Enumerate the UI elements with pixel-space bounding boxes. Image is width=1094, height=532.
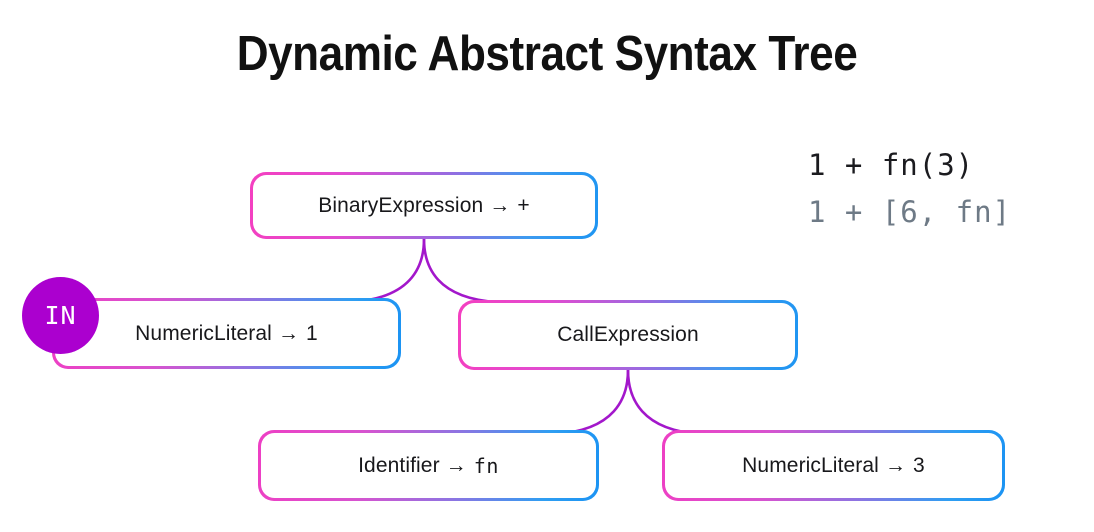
- arrow-icon: →: [884, 453, 907, 477]
- node-type-text: Identifier: [358, 453, 440, 477]
- tree-node-label: NumericLiteral → 3: [664, 432, 1003, 499]
- node-value-text: 3: [913, 453, 925, 477]
- tree-node-label: Identifier → fn: [260, 432, 597, 499]
- tree-node-binary-expression[interactable]: BinaryExpression → +: [250, 172, 598, 239]
- arrow-icon: →: [277, 321, 300, 345]
- node-value-text: 1: [306, 321, 318, 345]
- tree-node-label: NumericLiteral → 1: [54, 300, 399, 367]
- tree-node-label: CallExpression: [460, 302, 796, 368]
- node-value-text: +: [517, 193, 530, 217]
- tree-node-label: BinaryExpression → +: [252, 174, 596, 237]
- in-badge-label: IN: [44, 301, 77, 330]
- node-value-text: fn: [473, 453, 499, 478]
- code-line-source: 1 + fn(3): [808, 148, 975, 182]
- tree-node-call-expression[interactable]: CallExpression: [458, 300, 798, 370]
- tree-node-numeric-literal-3[interactable]: NumericLiteral → 3: [662, 430, 1005, 501]
- arrow-icon: →: [445, 453, 467, 477]
- node-type-text: NumericLiteral: [135, 321, 272, 345]
- tree-node-identifier-fn[interactable]: Identifier → fn: [258, 430, 599, 501]
- code-line-evaluated: 1 + [6, fn]: [808, 195, 1012, 229]
- node-type-text: BinaryExpression: [318, 193, 484, 217]
- tree-node-numeric-literal-1[interactable]: NumericLiteral → 1: [52, 298, 401, 369]
- page-title: Dynamic Abstract Syntax Tree: [236, 27, 858, 81]
- node-type-text: NumericLiteral: [742, 453, 879, 477]
- arrow-icon: →: [489, 193, 511, 217]
- code-snippet-panel: 1 + fn(3) 1 + [6, fn]: [808, 142, 1038, 236]
- node-type-text: CallExpression: [557, 323, 699, 346]
- in-status-badge[interactable]: IN: [22, 277, 99, 354]
